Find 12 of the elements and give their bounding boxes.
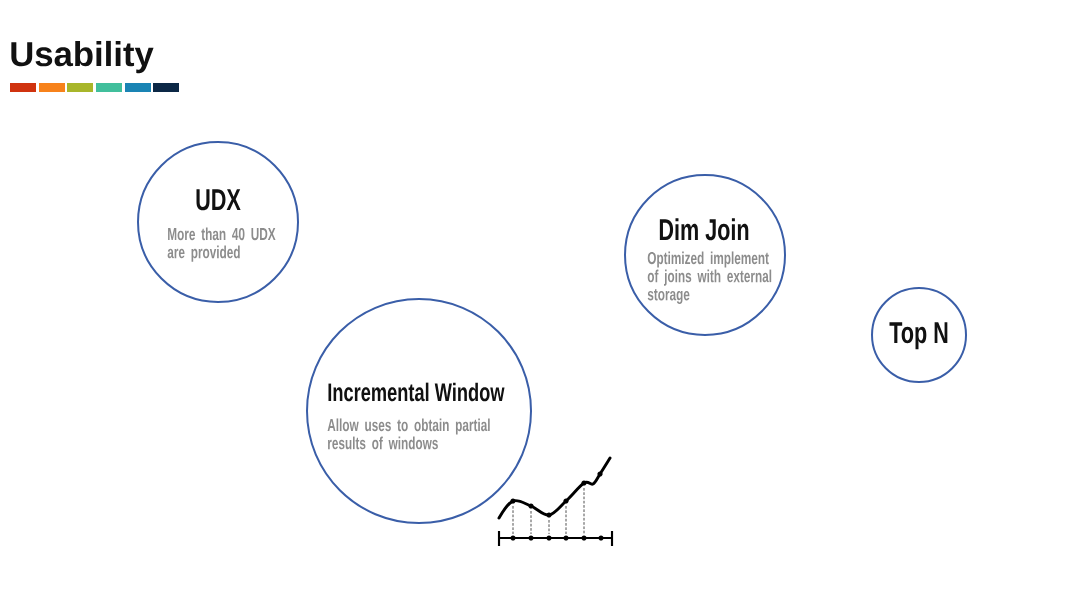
feature-title: Top N [889,322,948,350]
feature-description: More than 40 UDX are provided [167,227,276,262]
feature-description: Optimized implement of joins with external storage [647,251,772,304]
feature-circle [871,287,967,383]
feature-circle [306,298,532,524]
feature-circle [137,141,299,303]
page-title: Usability [11,40,154,74]
feature-title: Dim Join [659,218,749,241]
feature-title: Incremental Window [328,382,505,402]
feature-title: UDX [196,189,241,211]
feature-circle [624,174,786,336]
feature-description: Allow uses to obtain partial results of windows [327,418,490,450]
